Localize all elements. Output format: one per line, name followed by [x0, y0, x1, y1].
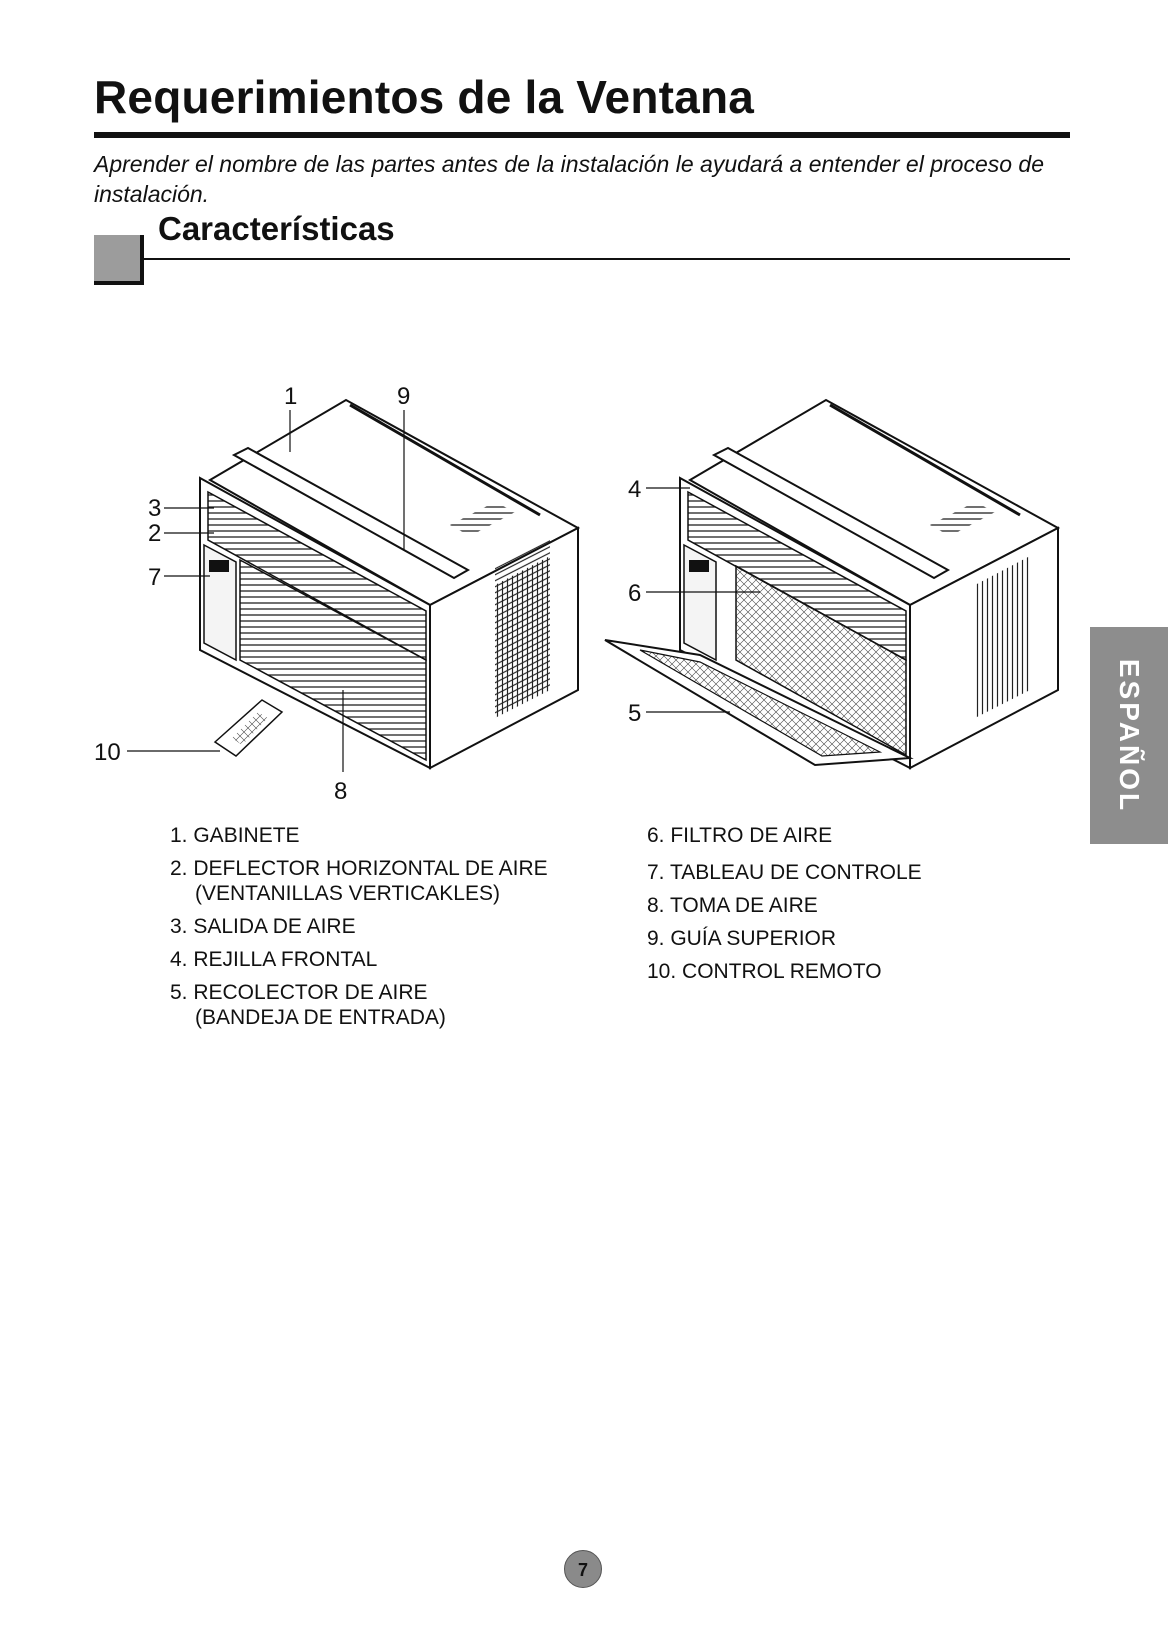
language-tab-label: ESPAÑOL [1114, 658, 1145, 813]
page-title: Requerimientos de la Ventana [94, 71, 755, 123]
language-tab: ESPAÑOL [1090, 627, 1168, 844]
legend-item: 4. REJILLA FRONTAL [170, 948, 378, 971]
callout-8: 8 [334, 778, 347, 805]
section-title: Características [158, 210, 395, 247]
page-number: 7 [564, 1550, 602, 1588]
callout-6: 6 [628, 580, 641, 607]
legend-item: 1. GABINETE [170, 824, 300, 847]
callout-7: 7 [148, 564, 161, 591]
legend-item: 10. CONTROL REMOTO [647, 960, 882, 983]
legend-item: 3. SALIDA DE AIRE [170, 915, 356, 938]
legend-item: 8. TOMA DE AIRE [647, 894, 818, 917]
legend-item: 5. RECOLECTOR DE AIRE(BANDEJA DE ENTRADA… [170, 981, 446, 1029]
callout-1: 1 [284, 383, 297, 410]
legend-right: 6. FILTRO DE AIRE 7. TABLEAU DE CONTROLE… [647, 823, 922, 992]
air-conditioner-diagram: 1 9 3 2 7 10 8 4 6 5 [94, 383, 1061, 805]
callout-9: 9 [397, 383, 410, 410]
callout-2: 2 [148, 520, 161, 547]
callout-10: 10 [94, 739, 121, 766]
right-unit-drawing [604, 398, 1061, 770]
callout-4: 4 [628, 476, 641, 503]
section-marker [94, 235, 144, 285]
legend-item: 6. FILTRO DE AIRE [647, 824, 833, 847]
legend-item: 7. TABLEAU DE CONTROLE [647, 861, 922, 884]
callout-3: 3 [148, 495, 161, 522]
section-rule [144, 258, 1070, 260]
callout-5: 5 [628, 700, 641, 727]
legend-left: 1. GABINETE 2. DEFLECTOR HORIZONTAL DE A… [170, 823, 548, 1038]
legend-item: 9. GUÍA SUPERIOR [647, 927, 837, 950]
title-rule [94, 132, 1070, 138]
intro-text: Aprender el nombre de las partes antes d… [94, 151, 1044, 207]
legend-item: 2. DEFLECTOR HORIZONTAL DE AIRE(VENTANIL… [170, 857, 548, 905]
